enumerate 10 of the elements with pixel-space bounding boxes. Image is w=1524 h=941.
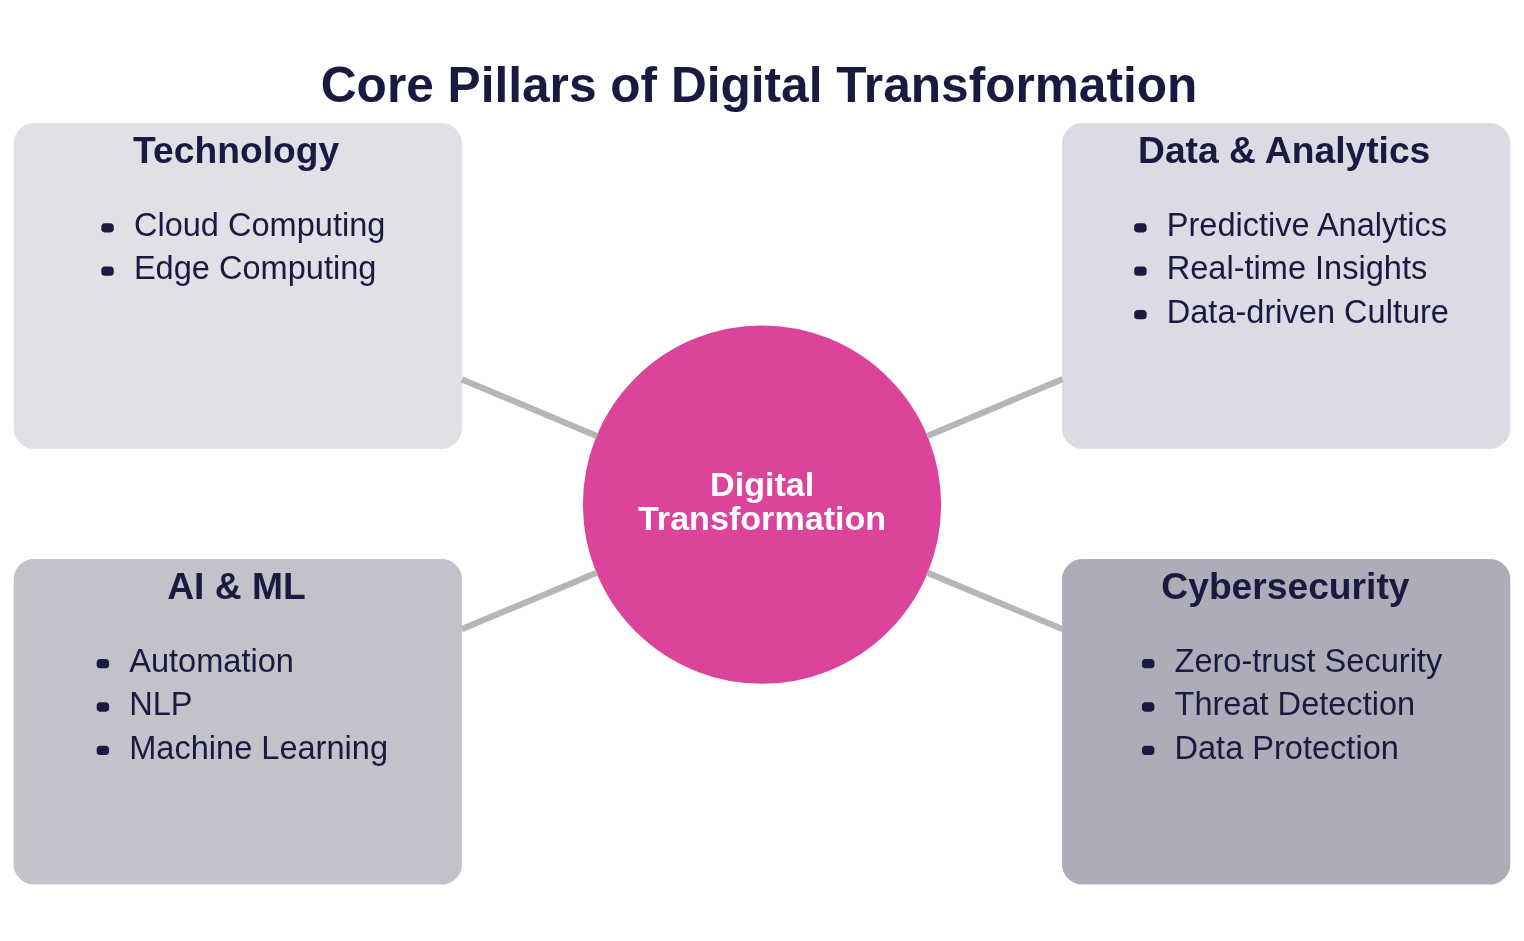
connector <box>460 376 599 439</box>
node-box: AI & ML Automation NLP Machine Learning <box>13 558 462 885</box>
connector <box>460 569 599 632</box>
connector <box>925 569 1064 633</box>
node-box: Data & Analytics Predictive Analytics Real-time Insights Data-driven Culture <box>1062 123 1511 449</box>
node-circle: Digital Transformation <box>582 325 942 684</box>
node-box: Cybersecurity Zero-trust Security Threat Detection Data Protection <box>1062 558 1511 885</box>
connector <box>925 376 1064 439</box>
node-box: Technology Cloud Computing Edge Computing <box>13 123 462 449</box>
diagram-title: Core Pillars of Digital Transformation <box>320 56 1198 113</box>
